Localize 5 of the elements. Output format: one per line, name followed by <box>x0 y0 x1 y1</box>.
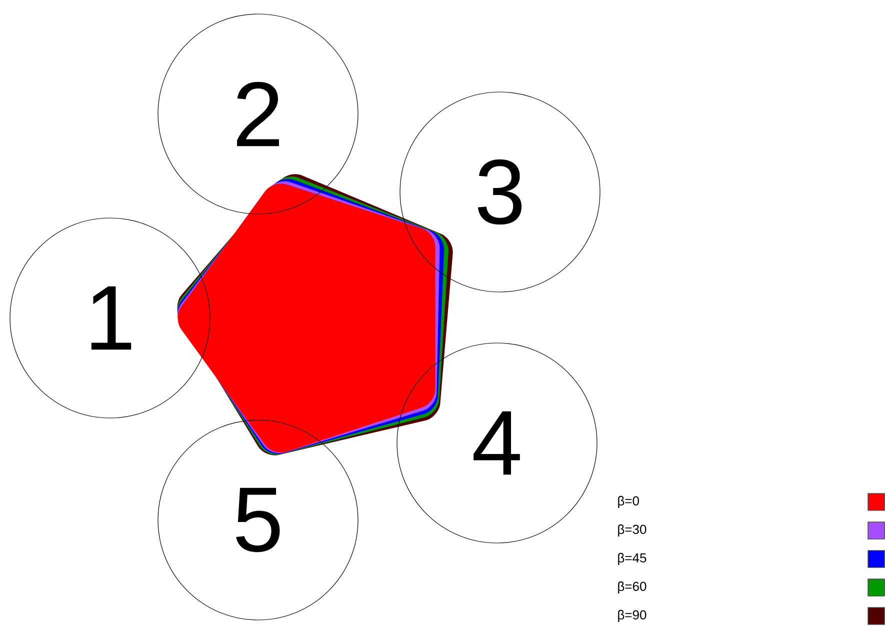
legend-label: β=45 <box>618 552 646 566</box>
legend-label: β=60 <box>618 581 646 594</box>
legend-label: β=90 <box>618 610 646 622</box>
legend-label: β=30 <box>618 524 646 537</box>
legend-label: β=0 <box>618 496 639 508</box>
